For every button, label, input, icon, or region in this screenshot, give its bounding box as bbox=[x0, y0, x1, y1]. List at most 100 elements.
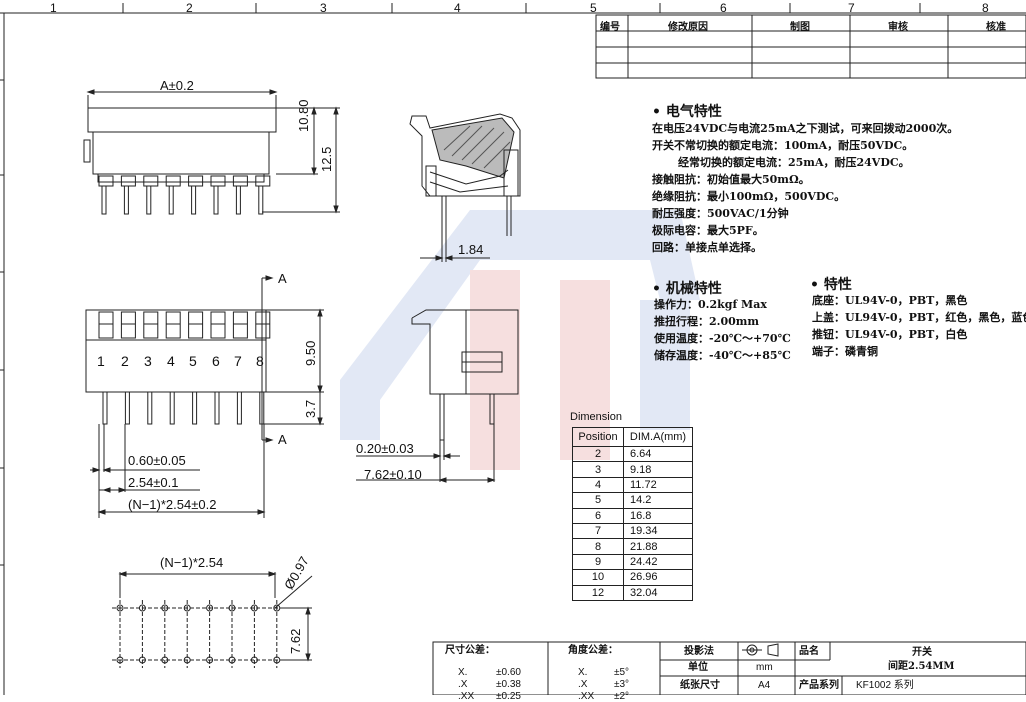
top-view-lead bbox=[235, 185, 241, 215]
dimension-position: 3 bbox=[572, 461, 624, 478]
top-view-actuator bbox=[255, 175, 271, 187]
dim-a-label: A±0.2 bbox=[160, 78, 194, 93]
angle-tolerance-label: 角度公差： bbox=[568, 645, 618, 656]
dimension-value: 14.2 bbox=[623, 492, 693, 509]
material-heading: • 特性 bbox=[810, 277, 852, 293]
dimension-value: 32.04 bbox=[623, 584, 693, 601]
slider-actuator bbox=[188, 311, 204, 339]
top-view-actuator bbox=[120, 175, 136, 187]
material-line: 底座：UL94V-0，PBT，黑色 bbox=[812, 294, 968, 307]
material-line: 推钮：UL94V-0，PBT，白色 bbox=[812, 328, 968, 341]
height-9-50-label: 9.50 bbox=[303, 340, 318, 366]
size-tol-key: X. bbox=[458, 667, 468, 678]
size-tol-key: .X bbox=[458, 679, 468, 690]
slider-actuator bbox=[165, 311, 181, 339]
top-view-actuator bbox=[165, 175, 181, 187]
electrical-line: 经常切换的额定电流：25mA，耐压24VDC。 bbox=[678, 156, 910, 169]
slider-actuator bbox=[210, 311, 226, 339]
front-view-pin bbox=[214, 391, 220, 425]
top-view-lead bbox=[168, 185, 174, 215]
revision-header: 编号 bbox=[600, 22, 620, 33]
dimension-position: 7 bbox=[572, 522, 624, 540]
series-value: KF1002 系列 bbox=[856, 680, 914, 691]
electrical-heading: • 电气特性 bbox=[652, 104, 722, 120]
pcb-hole bbox=[273, 604, 281, 612]
zone-number: 3 bbox=[320, 1, 327, 15]
dimension-value: 26.96 bbox=[623, 569, 693, 586]
top-view bbox=[83, 89, 340, 215]
angle-tol-key: .XX bbox=[578, 691, 595, 702]
zone-number: 2 bbox=[186, 1, 193, 15]
dimension-position: 4 bbox=[572, 476, 624, 494]
dimension-position: 2 bbox=[572, 445, 624, 463]
section-a-top-label: A bbox=[278, 271, 287, 286]
top-view-lead bbox=[123, 185, 129, 215]
lead-thickness-label: 0.20±0.03 bbox=[356, 441, 414, 456]
pin-number: 7 bbox=[234, 353, 242, 369]
zone-number: 8 bbox=[982, 1, 989, 15]
product-name: 开关 bbox=[912, 647, 932, 658]
mechanical-line: 储存温度：-40℃～+85℃ bbox=[654, 349, 791, 362]
slider-actuator bbox=[120, 311, 136, 339]
dimension-position: 12 bbox=[572, 584, 624, 601]
electrical-line: 接触阻抗：初始值最大50mΩ。 bbox=[652, 173, 810, 186]
angle-tol-value: ±5° bbox=[614, 667, 630, 678]
paper-size-value: A4 bbox=[758, 680, 771, 691]
pin-number: 2 bbox=[121, 353, 129, 369]
pin-number: 3 bbox=[144, 353, 152, 369]
revision-header: 修改原因 bbox=[668, 22, 708, 33]
size-tol-value: ±0.38 bbox=[496, 679, 521, 690]
electrical-line: 开关不常切换的额定电流：100mA，耐压50VDC。 bbox=[652, 139, 914, 152]
electrical-line: 极际电容：最大5PF。 bbox=[652, 224, 764, 237]
revision-header: 审核 bbox=[888, 22, 908, 33]
section-a-bottom-label: A bbox=[278, 432, 287, 447]
slider-actuator bbox=[255, 311, 271, 339]
pin-number: 1 bbox=[97, 353, 105, 369]
title-block-grid bbox=[432, 641, 1026, 695]
zone-number: 7 bbox=[848, 1, 855, 15]
front-view-pin bbox=[124, 391, 130, 425]
zone-number: 5 bbox=[590, 1, 597, 15]
top-view-actuator bbox=[210, 175, 226, 187]
top-view-lead bbox=[146, 185, 152, 215]
series-label: 产品系列 bbox=[799, 680, 839, 691]
front-view-pin bbox=[147, 391, 153, 425]
revision-header: 制图 bbox=[790, 22, 810, 33]
dimension-position: 9 bbox=[572, 553, 624, 571]
top-view-actuator bbox=[143, 175, 159, 187]
dimension-value: 11.72 bbox=[623, 476, 693, 494]
dimension-value: 24.42 bbox=[623, 553, 693, 571]
product-subtitle: 间距2.54MM bbox=[888, 661, 955, 672]
pcb-row-label: 7.62 bbox=[288, 628, 303, 654]
top-view-lead bbox=[213, 185, 219, 215]
dimension-value: 19.34 bbox=[623, 522, 693, 540]
front-view-pin bbox=[192, 391, 198, 425]
dimension-position: 6 bbox=[572, 507, 624, 524]
dimension-header-position: Position bbox=[572, 427, 624, 447]
dimension-value: 21.88 bbox=[623, 538, 693, 555]
dimension-position: 8 bbox=[572, 538, 624, 555]
dimension-value: 16.8 bbox=[623, 507, 693, 524]
angle-tol-value: ±2° bbox=[614, 691, 630, 702]
top-view-lead bbox=[258, 185, 264, 215]
mechanical-line: 推扭行程：2.00mm bbox=[654, 315, 760, 328]
angle-tol-value: ±3° bbox=[614, 679, 630, 690]
revision-header: 核准 bbox=[986, 22, 1006, 33]
height-3-7-label: 3.7 bbox=[303, 399, 318, 418]
side-section-view bbox=[409, 113, 521, 262]
size-tol-value: ±0.60 bbox=[496, 667, 521, 678]
electrical-line: 在电压24VDC与电流25mA之下测试，可来回拨动2000次。 bbox=[652, 122, 959, 135]
material-line: 上盖：UL94V-0，PBT，红色，黑色，蓝色 bbox=[812, 311, 1026, 324]
slider-actuator bbox=[98, 311, 114, 339]
unit-value: mm bbox=[756, 662, 773, 673]
side-1-84-label: 1.84 bbox=[458, 242, 484, 257]
front-view-pin bbox=[169, 391, 175, 425]
pitch-label: 2.54±0.1 bbox=[128, 475, 179, 490]
